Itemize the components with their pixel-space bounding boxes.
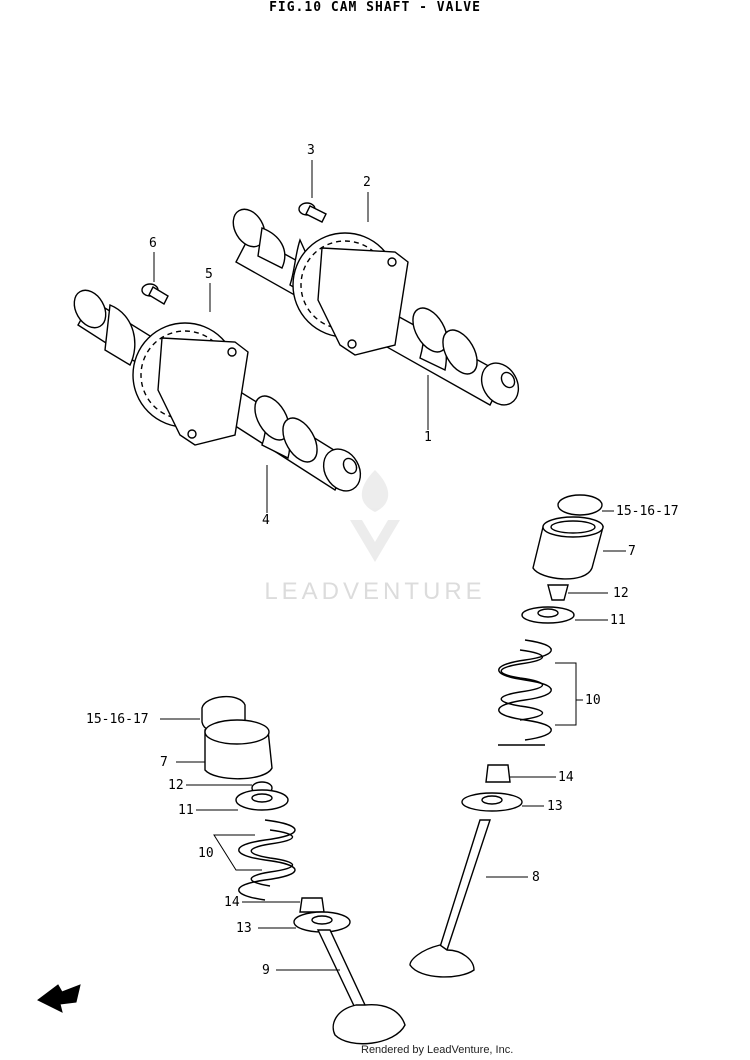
spring-retainer-right xyxy=(521,606,575,624)
callout-9: 9 xyxy=(262,963,270,978)
shim-right xyxy=(557,494,603,516)
valve-seal-left xyxy=(299,897,325,913)
spring-retainer-left xyxy=(235,789,289,811)
callout-2: 2 xyxy=(363,175,371,190)
render-credit: Rendered by LeadVenture, Inc. xyxy=(361,1044,514,1056)
callout-7-left: 7 xyxy=(160,755,168,770)
cotter-right xyxy=(547,584,569,601)
callout-5: 5 xyxy=(205,267,213,282)
callout-6: 6 xyxy=(149,236,157,251)
bolt-3 xyxy=(298,202,327,223)
callout-15-16-17-left: 15-16-17 xyxy=(86,712,149,727)
front-arrow-icon xyxy=(37,984,81,1013)
callout-3: 3 xyxy=(307,143,315,158)
tappet-right xyxy=(532,516,604,580)
valve-spring-right xyxy=(498,639,552,746)
callout-7-right: 7 xyxy=(628,544,636,559)
callout-13-right: 13 xyxy=(547,799,563,814)
callout-11-right: 11 xyxy=(610,613,626,628)
callout-11-left: 11 xyxy=(178,803,194,818)
valve-seal-right xyxy=(485,764,511,783)
callout-14-left: 14 xyxy=(224,895,240,910)
callout-13-left: 13 xyxy=(236,921,252,936)
tappet-left xyxy=(204,719,273,780)
callout-12-left: 12 xyxy=(168,778,184,793)
callout-8: 8 xyxy=(532,870,540,885)
watermark-logo xyxy=(350,470,400,562)
spring-seat-right xyxy=(461,792,523,812)
valve-spring-left xyxy=(238,819,296,901)
cam-sprocket-2 xyxy=(292,232,409,356)
figure-title: FIG.10 CAM SHAFT - VALVE xyxy=(269,0,481,15)
callout-10-left: 10 xyxy=(198,846,214,861)
watermark: LEADVENTURE xyxy=(264,578,486,605)
cam-sprocket-5 xyxy=(132,322,249,446)
callout-10-right: 10 xyxy=(585,693,601,708)
callout-1: 1 xyxy=(424,430,432,445)
callout-12-right: 12 xyxy=(613,586,629,601)
intake-valve-8 xyxy=(409,819,491,978)
callout-14-right: 14 xyxy=(558,770,574,785)
exhaust-valve-9 xyxy=(316,929,406,1045)
callout-4: 4 xyxy=(262,513,270,528)
spring-seat-left xyxy=(293,911,351,933)
bolt-6 xyxy=(141,283,169,305)
callout-15-16-17-right: 15-16-17 xyxy=(616,504,679,519)
leader-lines xyxy=(153,160,626,971)
